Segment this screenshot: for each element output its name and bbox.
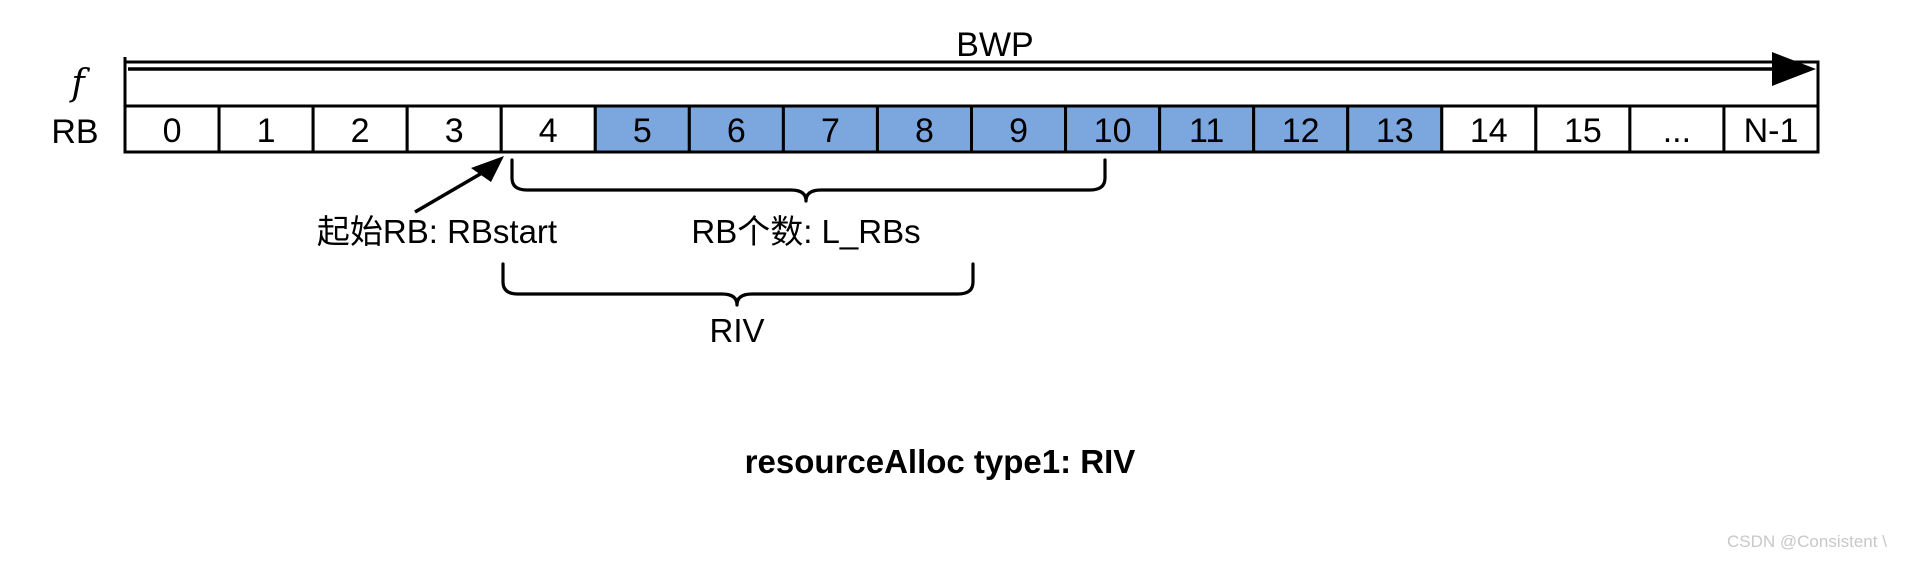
rb-cell-label: 9 [1009,112,1028,150]
rb-cell-label: 2 [351,112,370,150]
watermark: CSDN @Consistent \ [1727,532,1887,551]
rbstart-pointer-head [471,156,504,182]
rb-cell-label: 15 [1564,112,1602,150]
rb-cell-label: 5 [633,112,652,150]
bwp-arrow-head [1772,52,1816,86]
rb-cell-label: 4 [539,112,558,150]
lrbs-brace [510,158,1107,203]
bwp-band [123,60,1820,108]
rb-cell-label: N-1 [1744,112,1799,150]
riv-brace [501,262,975,307]
rb-cell-label: 1 [257,112,276,150]
rb-cell-label: 6 [727,112,746,150]
rb-cell-label: 0 [163,112,182,150]
rbstart-label: 起始RB: RBstart [317,213,557,250]
figure-caption: resourceAlloc type1: RIV [745,443,1136,480]
rb-cell-label: ... [1663,112,1691,150]
rb-cell-label: 11 [1189,112,1224,150]
rb-cell-label: 14 [1470,112,1508,150]
bwp-title: BWP [956,26,1033,64]
rb-cell-label: 13 [1376,112,1414,150]
lrbs-label: RB个数: L_RBs [691,213,920,250]
rb-cell-label: 8 [915,112,934,150]
rb-cell-label: 10 [1094,112,1132,150]
rb-cell-label: 3 [445,112,464,150]
riv-label: RIV [709,312,764,349]
rbstart-pointer-shaft [414,164,495,214]
row-label-rb: RB [51,113,98,151]
rb-cell-label: 7 [821,112,840,150]
rb-cell-label: 12 [1282,112,1320,150]
axis-label-f: f [68,63,90,104]
